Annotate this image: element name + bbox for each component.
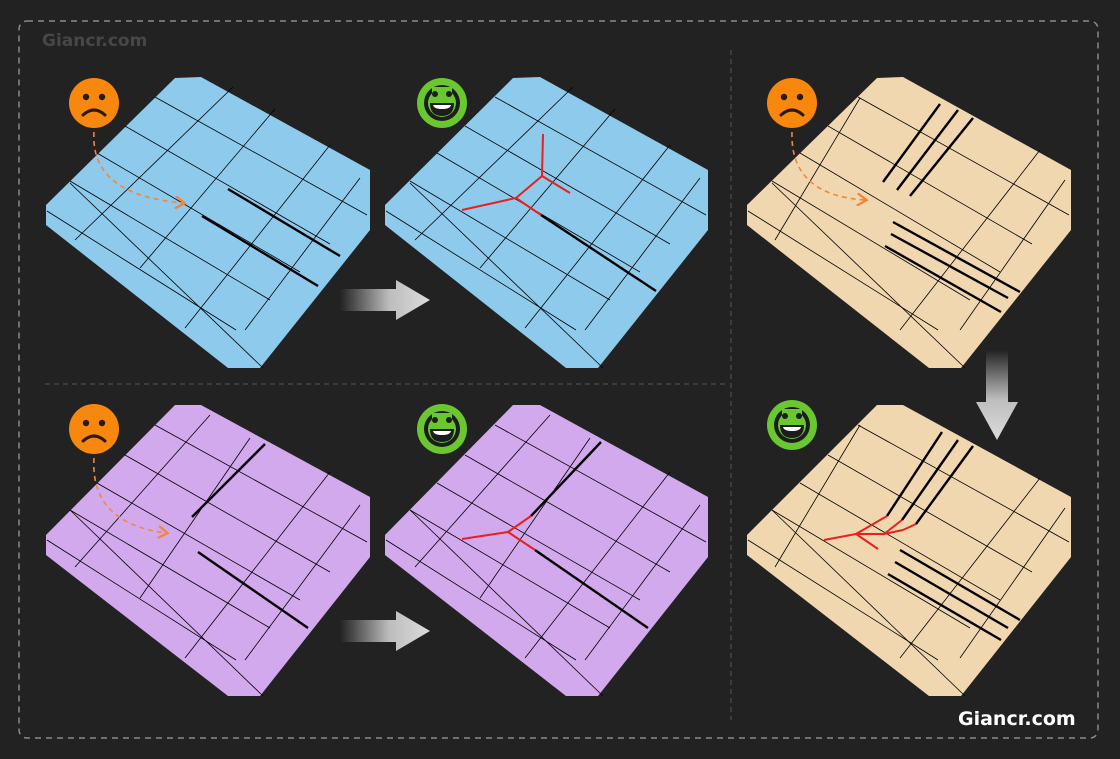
outer-frame [18, 20, 1099, 739]
curved-dashed-arrow-icon [791, 131, 865, 200]
sad-face-icon [69, 404, 119, 454]
blue-after-mesh [385, 77, 708, 369]
sad-face-icon [69, 78, 119, 128]
happy-face-icon [417, 404, 467, 454]
purple-after-panel [385, 405, 708, 696]
blue-after-panel [385, 77, 708, 368]
right-arrow-icon [340, 280, 430, 320]
peach-before-mesh [747, 77, 1071, 369]
purple-before-panel [46, 405, 370, 696]
peach-before-panel [747, 77, 1071, 368]
down-arrow-icon [976, 350, 1018, 440]
curved-dashed-arrow-icon [93, 457, 166, 533]
right-arrow-icon [340, 611, 430, 651]
blue-before-panel [46, 77, 370, 368]
peach-after-mesh [747, 405, 1071, 697]
purple-before-mesh [46, 405, 370, 697]
blue-before-mesh [46, 77, 370, 369]
sad-face-icon [767, 78, 817, 128]
curved-dashed-arrow-icon [93, 131, 183, 203]
happy-face-icon [417, 78, 467, 128]
purple-after-mesh [385, 405, 708, 697]
happy-face-icon [767, 400, 817, 450]
watermark-bottom: Giancr.com [958, 708, 1076, 730]
watermark-top: Giancr.com [42, 31, 148, 51]
